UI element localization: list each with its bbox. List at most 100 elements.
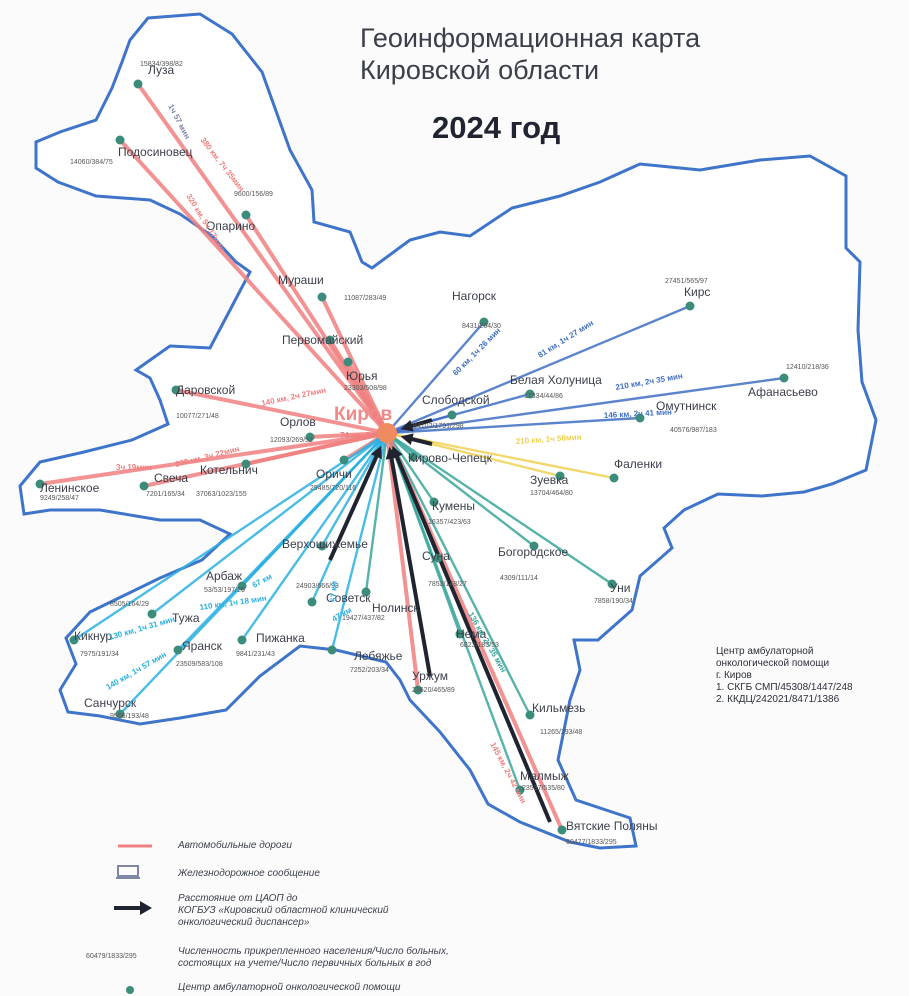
route-line-первомайский — [328, 338, 389, 435]
settlement-marker-кирово-чепецк — [408, 452, 418, 462]
settlement-label-уржум: Уржум — [412, 669, 448, 683]
settlement-marker-зуевка — [555, 471, 565, 481]
settlement-marker-санчурск — [115, 709, 125, 719]
settlement-stats-нолинск: 19427/437/82 — [342, 615, 385, 622]
legend-rail-icon — [116, 865, 140, 879]
settlement-label-юрья: Юрья — [346, 369, 378, 383]
settlement-label-ленинское: Ленинское — [40, 481, 100, 495]
route-label-10: 146 км, 2ч 41 мин — [604, 407, 673, 420]
settlement-label-опарино: Опарино — [206, 219, 256, 233]
settlement-marker-верхошижемье — [317, 541, 327, 551]
route-line-кильмезь — [385, 432, 532, 716]
settlement-label-котельнич: Котельнич — [200, 463, 258, 477]
route-line-кикнур — [73, 431, 388, 642]
route-line-ленинское — [39, 431, 388, 486]
settlement-label-омутнинск: Омутнинск — [656, 399, 717, 413]
settlement-label-вятские-поляны: Вятские Поляны — [566, 819, 657, 833]
settlement-label-фаленки: Фаленки — [614, 457, 662, 471]
settlement-stats-котельнич: 37063/1023/155 — [196, 491, 247, 498]
settlement-marker-юрья — [343, 357, 353, 367]
settlement-marker-мураши — [317, 292, 327, 302]
distance-arrow-head-2 — [391, 445, 403, 460]
settlement-label-нагорск: Нагорск — [452, 289, 497, 303]
settlement-label-лебяжье: Лебяжье — [354, 649, 403, 663]
settlement-stats-зуевка: 13704/464/80 — [530, 490, 573, 497]
settlement-marker-луза — [133, 79, 143, 89]
settlement-marker-малмыж — [515, 785, 525, 795]
settlement-label-кирово-чепецк: Кирово-Чепецк — [408, 451, 493, 465]
settlement-label-свеча: Свеча — [154, 471, 188, 485]
route-line-кумены — [386, 432, 435, 503]
route-label-4: 74 км, 1ч — [340, 431, 375, 440]
settlement-marker-богородское — [529, 541, 539, 551]
settlement-marker-опарино — [241, 210, 251, 220]
settlement-stats-свеча: 7201/165/34 — [146, 491, 185, 498]
settlement-marker-лебяжье — [327, 645, 337, 655]
settlement-stats-советск: 24903/666/93 — [296, 583, 339, 590]
settlement-label-белая-холуница: Белая Холуница — [510, 373, 602, 387]
title-line-2: Кировской области — [360, 55, 600, 85]
kirov-hub-stats: 84102/1791/298 — [413, 423, 464, 430]
settlement-stats-кумены: 16357/423/63 — [428, 519, 471, 526]
settlement-stats-санчурск: 9506/193/48 — [110, 713, 149, 720]
settlement-stats-оричи: 29485/720/116 — [310, 485, 356, 492]
settlement-label-кумены: Кумены — [432, 499, 475, 513]
settlement-label-малмыж: Малмыж — [520, 769, 569, 783]
settlement-marker-подосиновец — [115, 135, 125, 145]
settlement-label-мураши: Мураши — [278, 273, 324, 287]
route-line-пижанка — [241, 432, 388, 641]
settlement-label-орлов: Орлов — [280, 415, 316, 429]
settlement-label-слободской: Слободской — [422, 393, 490, 407]
settlement-stats-мураши: 11087/283/49 — [344, 295, 386, 302]
settlement-marker-уржум — [413, 685, 423, 695]
settlement-marker-афанасьево — [779, 373, 789, 383]
settlement-stats-кильмезь: 11265/293/48 — [540, 729, 582, 736]
settlement-stats-яранск: 23509/583/108 — [176, 661, 223, 668]
distance-arrow-2 — [393, 452, 552, 823]
settlement-marker-слободской — [447, 410, 457, 420]
legend-distance-arrow-icon — [114, 901, 152, 915]
settlement-marker-советск — [307, 597, 317, 607]
route-line-луза — [136, 82, 389, 435]
route-line-подосиновец — [118, 138, 389, 435]
settlement-label-афанасьево: Афанасьево — [748, 385, 818, 399]
region-outline — [18, 12, 878, 850]
settlement-stats-малмыж: 23537/535/80 — [522, 785, 565, 792]
route-line-малмыж — [385, 432, 522, 791]
settlement-label-кильмезь: Кильмезь — [532, 701, 585, 715]
settlement-label-луза: Луза — [148, 63, 175, 77]
map-year: 2024 год — [432, 110, 561, 145]
settlement-stats-суна: 7853/148/27 — [428, 581, 467, 588]
settlement-label-даровской: Даровской — [176, 383, 235, 397]
settlement-stats-нагорск: 8431/204/30 — [462, 323, 501, 330]
info-line-3: г. Киров — [716, 670, 752, 681]
legend-distance: Расстояние от ЦАОП до КОГБУЗ «Кировский … — [178, 893, 389, 929]
settlement-stats-ленинское: 9249/258/47 — [40, 495, 79, 502]
info-line-5: 2. ККДЦ/242021/8471/1386 — [716, 694, 840, 705]
route-line-санчурск — [119, 432, 388, 715]
settlement-stats-кикнур: 7975/191/34 — [80, 651, 119, 658]
settlement-stats-омутнинск: 40576/987/183 — [670, 427, 717, 434]
legend-rail: Железнодорожное сообщение — [178, 868, 320, 879]
settlement-label-оричи: Оричи — [316, 467, 352, 481]
distance-arrow-head-3 — [400, 420, 414, 432]
settlement-marker-первомайский — [325, 335, 335, 345]
settlement-stats-вятские-поляны: 60477/1833/295 — [566, 839, 617, 846]
settlement-marker-свеча — [139, 481, 149, 491]
legend-distance-line-1: Расстояние от ЦАОП до — [178, 893, 298, 904]
settlement-label-кирс: Кирс — [684, 285, 710, 299]
settlement-marker-орлов — [305, 432, 315, 442]
settlement-marker-пижанка — [237, 635, 247, 645]
settlement-stats-нема: 6823/185/53 — [460, 642, 499, 649]
settlement-label-подосиновец: Подосиновец — [118, 145, 193, 159]
settlement-stats-кирс: 27451/565/97 — [665, 278, 708, 285]
legend-stats-line-2: состоящих на учете/Число первичных больн… — [178, 958, 432, 969]
info-box: Центр амбулаторной онкологической помощи… — [716, 646, 853, 706]
settlement-marker-кикнур — [69, 635, 79, 645]
route-line-нагорск — [386, 321, 485, 434]
route-label-12: 57 км — [329, 581, 339, 602]
route-line-тужа — [151, 432, 388, 615]
settlement-label-нолинск: Нолинск — [372, 601, 419, 615]
settlement-marker-яранск — [173, 645, 183, 655]
